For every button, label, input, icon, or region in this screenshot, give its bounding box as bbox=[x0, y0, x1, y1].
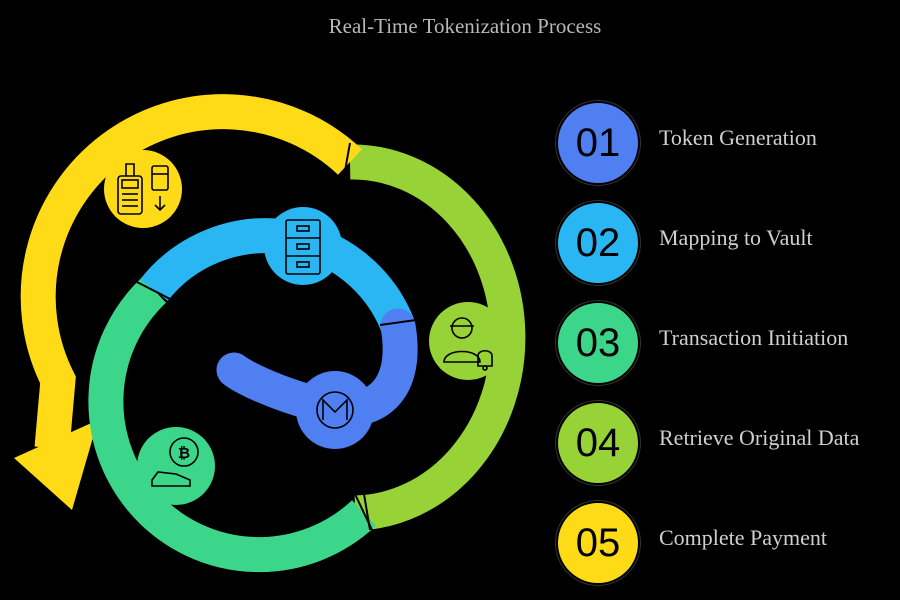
svg-text:₿: ₿ bbox=[178, 444, 190, 462]
step-number: 04 bbox=[556, 401, 640, 485]
step-number: 01 bbox=[556, 101, 640, 185]
step-05: 05 Complete Payment bbox=[556, 501, 896, 585]
step-label: Mapping to Vault bbox=[659, 225, 813, 250]
step-number: 05 bbox=[556, 501, 640, 585]
outer-ring-yellow bbox=[20, 94, 362, 450]
step-01: 01 Token Generation bbox=[556, 101, 896, 185]
step-label: Transaction Initiation bbox=[659, 325, 849, 350]
step-label: Retrieve Original Data bbox=[659, 425, 860, 450]
step-02: 02 Mapping to Vault bbox=[556, 201, 896, 285]
yellow-arrowhead bbox=[14, 420, 98, 510]
user-notification-icon bbox=[429, 302, 507, 380]
step-number: 03 bbox=[556, 301, 640, 385]
step-03: 03 Transaction Initiation bbox=[556, 301, 896, 385]
step-number: 02 bbox=[556, 201, 640, 285]
tokenization-spiral: ₿ bbox=[14, 94, 526, 573]
step-04: 04 Retrieve Original Data bbox=[556, 401, 896, 485]
monero-coin-icon bbox=[296, 371, 374, 449]
filing-cabinet-icon bbox=[264, 207, 342, 285]
outer-ring-green bbox=[349, 144, 526, 531]
step-label: Complete Payment bbox=[659, 525, 828, 550]
middle-ring-green bbox=[88, 277, 376, 573]
step-label: Token Generation bbox=[659, 125, 817, 150]
diagram-title: Real-Time Tokenization Process bbox=[328, 14, 602, 38]
payment-terminal-card-icon bbox=[104, 150, 182, 228]
bitcoin-hand-icon: ₿ bbox=[137, 427, 215, 505]
